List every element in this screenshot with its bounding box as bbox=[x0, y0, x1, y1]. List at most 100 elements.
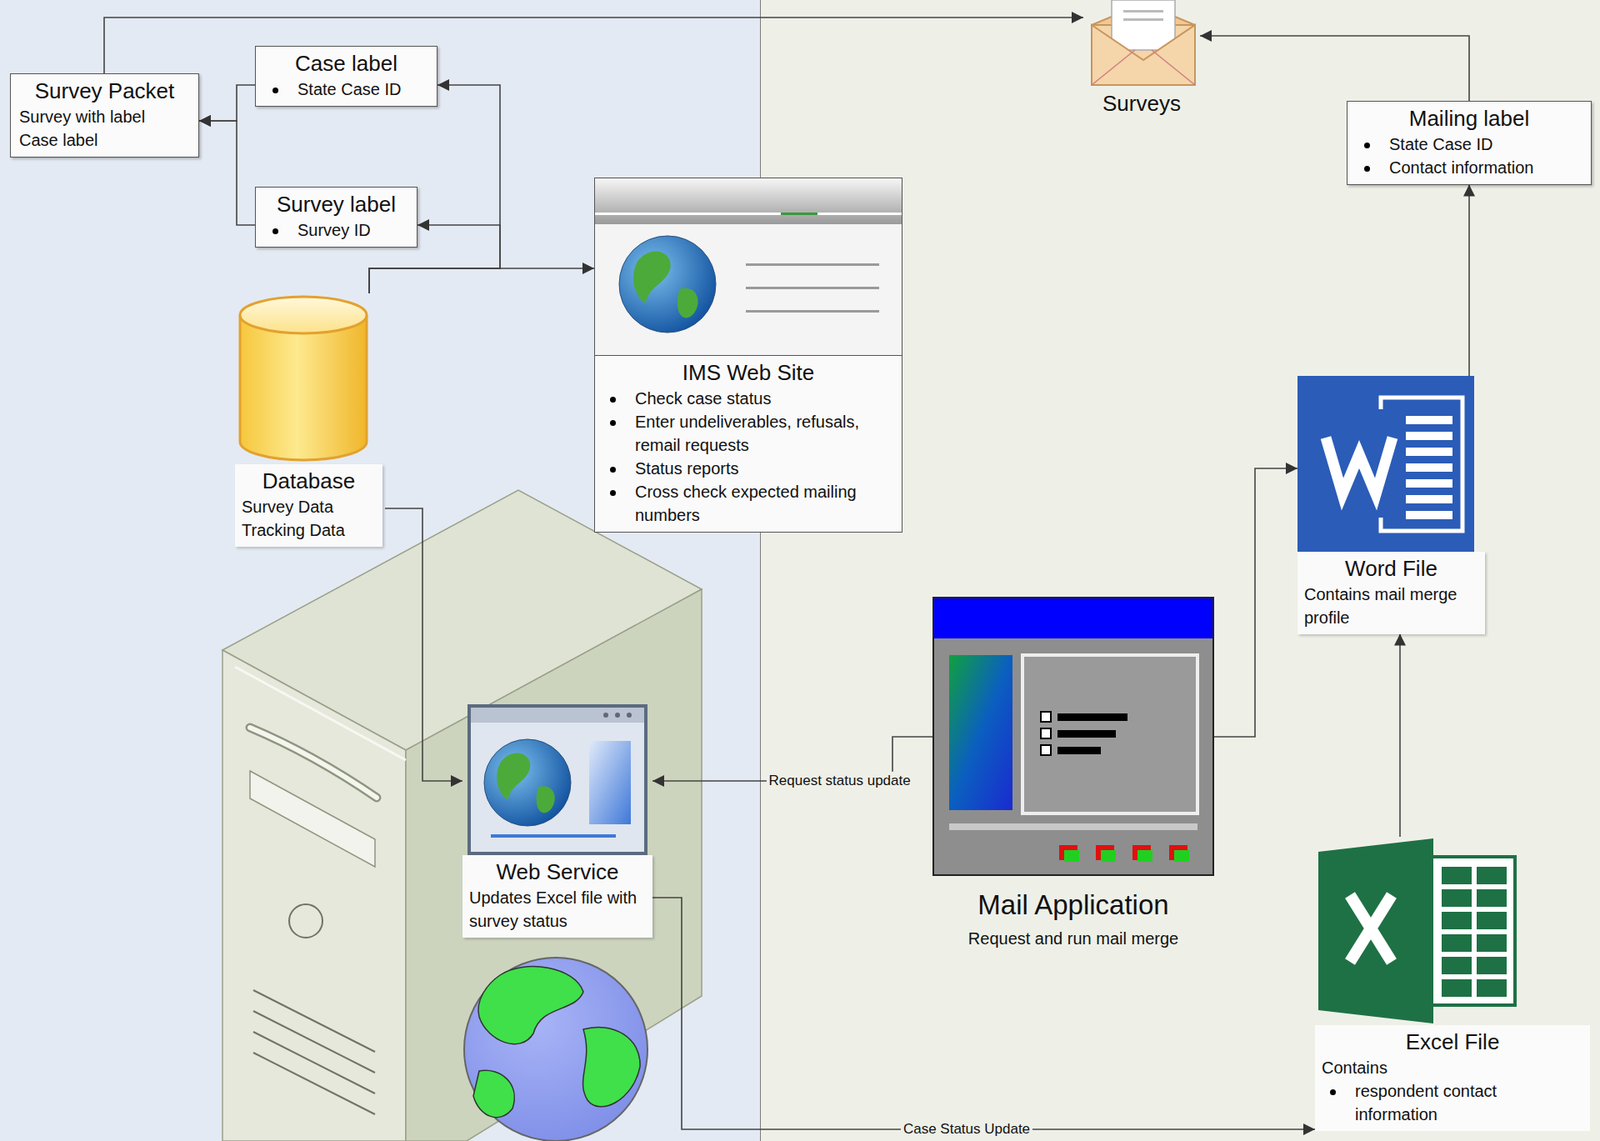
graphic-part bbox=[250, 770, 375, 867]
graphic-part bbox=[484, 739, 571, 826]
graphic-part bbox=[536, 785, 555, 813]
node-title: Database bbox=[241, 467, 376, 495]
graphic-part bbox=[1297, 375, 1475, 552]
text-panel: Word FileContains mail merge profile bbox=[1297, 551, 1485, 635]
graphic-part bbox=[633, 250, 671, 304]
label-box: Case labelState Case ID bbox=[255, 45, 438, 107]
graphic-part bbox=[1405, 479, 1453, 488]
connector bbox=[1200, 35, 1470, 101]
web-service-node: Web ServiceUpdates Excel file with surve… bbox=[462, 704, 653, 938]
graphic-part bbox=[1022, 655, 1198, 814]
graphic-part bbox=[1137, 850, 1153, 862]
connector bbox=[199, 120, 255, 225]
graphic-part bbox=[236, 293, 370, 465]
graphic-part bbox=[222, 650, 406, 1141]
graphic-part bbox=[745, 263, 880, 266]
node-title: Word File bbox=[1304, 555, 1479, 583]
graphic-part bbox=[594, 177, 903, 356]
graphic-part bbox=[1405, 495, 1453, 504]
icon-picture bbox=[1316, 836, 1521, 1025]
node-text: Check case status bbox=[601, 386, 895, 410]
graphic-part bbox=[1111, 0, 1175, 50]
graphic-part bbox=[490, 834, 616, 838]
icon-picture bbox=[594, 177, 903, 356]
graphic-part bbox=[583, 1026, 641, 1106]
node-text: Tracking Data bbox=[241, 518, 376, 542]
node-text: Enter undeliverables, refusals, remail r… bbox=[601, 410, 895, 457]
graphic-part bbox=[1083, 0, 1200, 87]
graphic-part bbox=[603, 712, 609, 718]
graphic-part bbox=[745, 286, 880, 290]
node-text: Contains bbox=[1321, 1055, 1584, 1080]
graphic-part bbox=[1100, 850, 1116, 862]
graphic-part bbox=[1123, 18, 1164, 21]
text-panel: Excel FileContainsrespondent contact inf… bbox=[1315, 1025, 1590, 1131]
graphic-part bbox=[1441, 956, 1472, 975]
node-title: Case label bbox=[264, 50, 429, 78]
connector bbox=[104, 17, 1084, 74]
graphic-part bbox=[1476, 956, 1507, 975]
graphic-part bbox=[595, 212, 902, 215]
graphic-part bbox=[1064, 850, 1080, 862]
graphic-part bbox=[1123, 10, 1164, 13]
graphic-part bbox=[1476, 889, 1507, 907]
process-box: Survey PacketSurvey with labelCase label bbox=[10, 73, 200, 158]
node-title: Mailing label bbox=[1355, 105, 1583, 133]
text-panel: Web ServiceUpdates Excel file with surve… bbox=[462, 855, 653, 938]
graphic-part bbox=[1441, 911, 1472, 930]
connector bbox=[652, 897, 1315, 1130]
graphic-part bbox=[677, 288, 699, 319]
connector-label: Case Status Update bbox=[900, 1120, 1033, 1139]
graphic-part bbox=[1174, 850, 1190, 862]
graphic-part bbox=[470, 707, 645, 723]
icon-picture bbox=[467, 704, 648, 855]
graphic-part bbox=[1405, 431, 1453, 440]
node-text: Request and run mail merge bbox=[939, 926, 1208, 950]
node-text: Contains mail merge profile bbox=[1304, 582, 1479, 630]
graphic-part bbox=[934, 598, 1213, 639]
node-text: Status reports bbox=[601, 456, 895, 480]
node-text: State Case ID bbox=[264, 77, 429, 101]
graphic-part bbox=[1476, 979, 1507, 997]
graphic-part bbox=[745, 310, 880, 313]
text-panel: Mail ApplicationRequest and run mail mer… bbox=[932, 875, 1215, 955]
graphic-part bbox=[949, 655, 1013, 810]
website-node: IMS Web SiteCheck case statusEnter undel… bbox=[594, 177, 903, 533]
graphic-part bbox=[464, 957, 648, 1141]
application-node: Mail ApplicationRequest and run mail mer… bbox=[932, 596, 1215, 955]
word-file-node: Word FileContains mail merge profile bbox=[1297, 375, 1490, 635]
graphic-part bbox=[1057, 730, 1116, 738]
node-title: Surveys bbox=[1090, 90, 1194, 118]
label-box: Mailing labelState Case IDContact inform… bbox=[1346, 100, 1592, 185]
graphic-part bbox=[595, 178, 902, 225]
excel-file-node: Excel FileContainsrespondent contact inf… bbox=[1315, 836, 1590, 1131]
graphic-part bbox=[1040, 728, 1051, 739]
graphic-part bbox=[1151, 50, 1195, 85]
node-text: Survey ID bbox=[264, 218, 409, 242]
graphic-part bbox=[1441, 866, 1472, 885]
connector bbox=[1399, 634, 1401, 838]
node-title: Web Service bbox=[469, 858, 646, 886]
node-title: Survey Packet bbox=[19, 77, 190, 105]
node-text: Case label bbox=[19, 128, 190, 152]
graphic-part bbox=[235, 666, 406, 760]
graphic-part bbox=[473, 1070, 515, 1117]
graphic-part bbox=[933, 597, 1214, 875]
text-panel: IMS Web SiteCheck case statusEnter undel… bbox=[594, 355, 903, 533]
graphic-part bbox=[1350, 895, 1392, 962]
connector bbox=[1214, 468, 1298, 737]
graphic-part bbox=[1441, 979, 1472, 997]
graphic-part bbox=[1057, 746, 1101, 755]
graphic-part bbox=[1091, 25, 1195, 85]
graphic-part bbox=[1405, 463, 1453, 472]
graphic-part bbox=[1405, 447, 1453, 456]
graphic-part bbox=[1316, 836, 1521, 1025]
node-text: respondent contact information bbox=[1321, 1079, 1584, 1126]
graphic-part bbox=[478, 966, 584, 1045]
graphic-part bbox=[469, 705, 646, 854]
graphic-part bbox=[240, 315, 367, 460]
graphic-part bbox=[932, 596, 1215, 876]
connector-label: Request status update bbox=[766, 771, 914, 790]
icon-picture bbox=[1083, 0, 1200, 87]
graphic-part bbox=[1476, 911, 1507, 930]
